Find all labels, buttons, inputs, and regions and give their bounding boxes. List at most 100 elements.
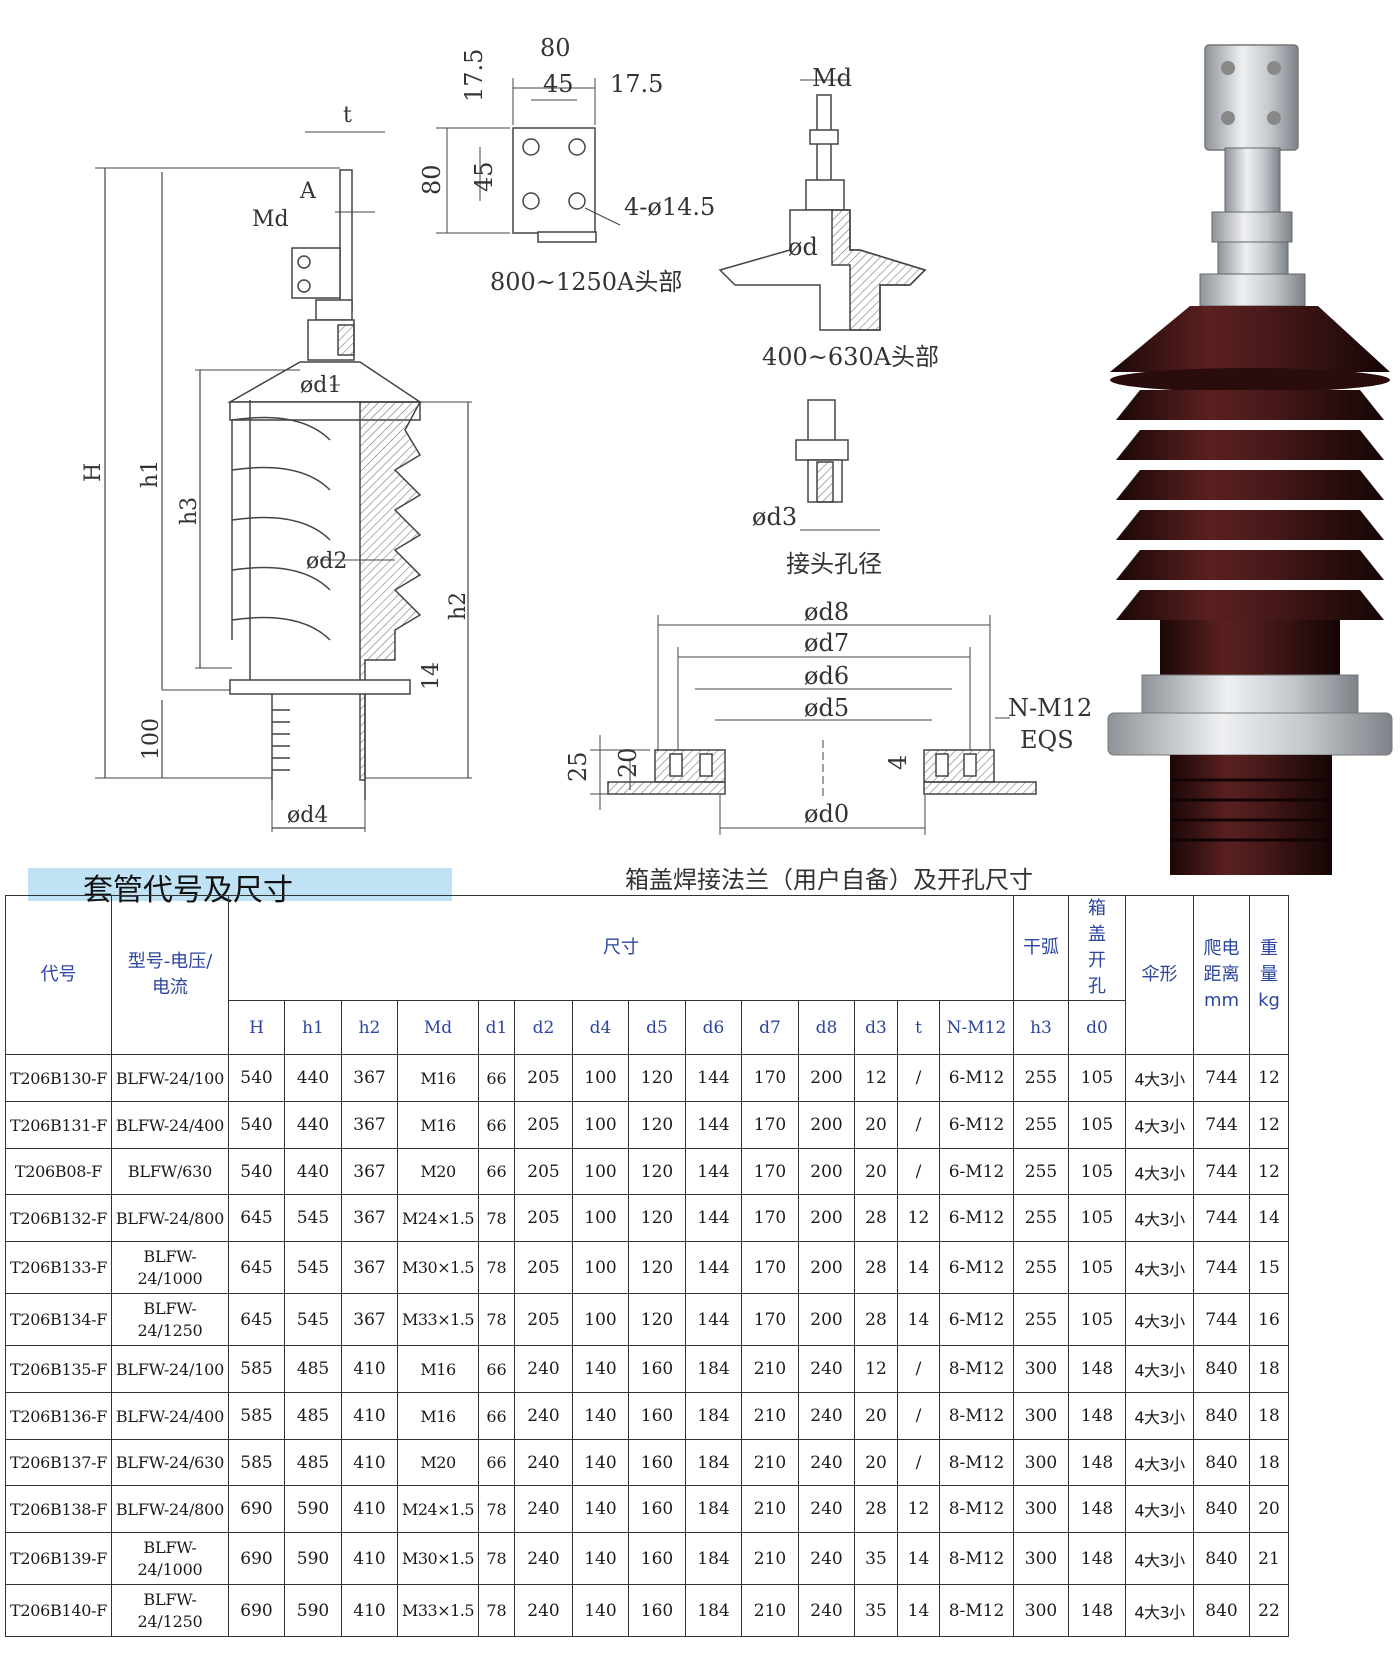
- table-cell: 144: [685, 1054, 742, 1103]
- table-cell: 585: [228, 1345, 285, 1394]
- table-cell: BLFW-24/1000: [111, 1241, 229, 1295]
- subheader: N-M12: [939, 1000, 1014, 1056]
- table-cell: 105: [1068, 1101, 1126, 1150]
- table-cell: 840: [1193, 1485, 1250, 1534]
- table-cell: 440: [284, 1101, 342, 1150]
- table-cell: 440: [284, 1148, 342, 1196]
- table-cell: 148: [1068, 1485, 1126, 1534]
- table-cell: M16: [397, 1345, 479, 1394]
- table-cell: 205: [514, 1101, 573, 1150]
- head-e17a: 17.5: [460, 49, 488, 102]
- flange-d6: ød6: [804, 662, 849, 690]
- table-cell: 840: [1193, 1532, 1250, 1586]
- dim-14: 14: [419, 662, 444, 690]
- table-cell: T206B137-F: [5, 1439, 112, 1487]
- table-cell: M16: [397, 1392, 479, 1441]
- table-cell: 744: [1193, 1148, 1250, 1196]
- table-cell: 20: [854, 1392, 898, 1441]
- table-cell: 35: [854, 1584, 898, 1638]
- table-cell: 205: [514, 1293, 573, 1347]
- flange-caption: 箱盖焊接法兰（用户自备）及开孔尺寸: [625, 866, 1033, 890]
- table-cell: 545: [284, 1293, 342, 1347]
- table-cell: 4大3小: [1125, 1532, 1194, 1586]
- header-model: 型号-电压/电流: [111, 894, 229, 1056]
- table-cell: 590: [284, 1532, 342, 1586]
- table-cell: 540: [228, 1148, 285, 1196]
- spec-table: 代号 型号-电压/电流 尺寸 干弧 箱盖开孔 伞形 爬电距离mm 重量kg H …: [5, 894, 1289, 1638]
- table-cell: 184: [685, 1392, 742, 1441]
- table-cell: 6-M12: [939, 1293, 1014, 1347]
- table-cell: 144: [685, 1194, 742, 1243]
- table-cell: 18: [1249, 1345, 1289, 1394]
- table-cell: 210: [741, 1439, 799, 1487]
- subheader: d2: [514, 1000, 573, 1056]
- table-cell: 148: [1068, 1439, 1126, 1487]
- table-cell: BLFW-24/1250: [111, 1584, 229, 1638]
- table-cell: 255: [1013, 1293, 1069, 1347]
- table-cell: 210: [741, 1392, 799, 1441]
- table-cell: 6-M12: [939, 1148, 1014, 1196]
- table-cell: 590: [284, 1584, 342, 1638]
- table-cell: 410: [341, 1584, 398, 1638]
- table-cell: 255: [1013, 1194, 1069, 1243]
- table-cell: 66: [478, 1148, 515, 1196]
- table-cell: 367: [341, 1148, 398, 1196]
- table-cell: 12: [1249, 1101, 1289, 1150]
- table-cell: 66: [478, 1054, 515, 1103]
- table-cell: 100: [572, 1148, 629, 1196]
- head-1250-caption: 800~1250A头部: [490, 268, 682, 296]
- table-cell: 200: [798, 1293, 855, 1347]
- table-cell: 16: [1249, 1293, 1289, 1347]
- subheader: d1: [478, 1000, 515, 1056]
- table-cell: 22: [1249, 1584, 1289, 1638]
- header-creep: 爬电距离mm: [1193, 894, 1250, 1056]
- table-cell: 170: [741, 1148, 799, 1196]
- head-630-Md: Md: [812, 64, 852, 92]
- table-cell: 140: [572, 1439, 629, 1487]
- subheader: Md: [397, 1000, 479, 1056]
- table-cell: 744: [1193, 1101, 1250, 1150]
- table-cell: 184: [685, 1439, 742, 1487]
- table-cell: BLFW-24/100: [111, 1345, 229, 1394]
- table-cell: M20: [397, 1439, 479, 1487]
- head-h45: 45: [470, 161, 498, 192]
- joint-drawing: [795, 399, 880, 531]
- subheader: d3: [854, 1000, 898, 1056]
- table-cell: 160: [628, 1532, 686, 1586]
- table-cell: 100: [572, 1293, 629, 1347]
- head-holes: 4-ø14.5: [624, 193, 715, 221]
- table-cell: 485: [284, 1392, 342, 1441]
- table-cell: 240: [798, 1439, 855, 1487]
- table-cell: M16: [397, 1101, 479, 1150]
- table-cell: 20: [1249, 1485, 1289, 1534]
- dim-A: A: [299, 179, 317, 204]
- table-cell: 184: [685, 1584, 742, 1638]
- table-cell: 28: [854, 1194, 898, 1243]
- table-cell: 210: [741, 1532, 799, 1586]
- table-cell: BLFW-24/800: [111, 1485, 229, 1534]
- table-cell: 12: [854, 1345, 898, 1394]
- table-cell: T206B131-F: [5, 1101, 112, 1150]
- bushing-photo: [1107, 44, 1393, 875]
- table-cell: 840: [1193, 1345, 1250, 1394]
- table-cell: /: [897, 1345, 940, 1394]
- table-cell: 410: [341, 1439, 398, 1487]
- technical-drawings: H h1 h3 h2 t A Md ød1 ød2 ød4 100 14 80 …: [81, 34, 1393, 894]
- table-cell: 4大3小: [1125, 1485, 1194, 1534]
- table-cell: T206B138-F: [5, 1485, 112, 1534]
- table-cell: 240: [798, 1532, 855, 1586]
- table-cell: 148: [1068, 1392, 1126, 1441]
- table-cell: 744: [1193, 1054, 1250, 1103]
- table-cell: 840: [1193, 1439, 1250, 1487]
- table-cell: 200: [798, 1194, 855, 1243]
- head-w45: 45: [543, 70, 574, 98]
- table-cell: 170: [741, 1241, 799, 1295]
- table-cell: 148: [1068, 1584, 1126, 1638]
- table-cell: 4大3小: [1125, 1241, 1194, 1295]
- table-cell: 28: [854, 1293, 898, 1347]
- table-cell: M30×1.5: [397, 1532, 479, 1586]
- subheader: H: [228, 1000, 285, 1056]
